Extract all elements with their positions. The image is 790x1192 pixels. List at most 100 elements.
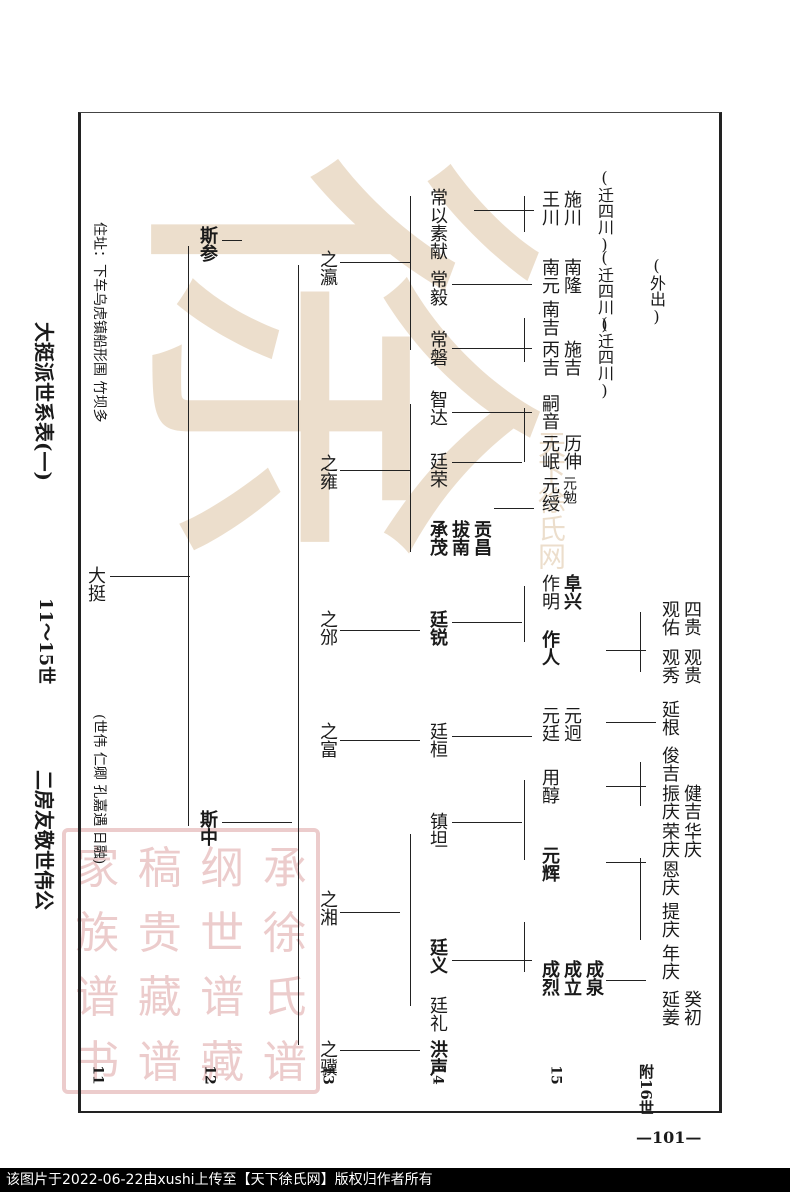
seal-char: 家 [75,843,120,895]
gen15-name-6: 元廷 [539,706,560,742]
gen16-name-5: 恩庆 [659,860,680,896]
connector [222,240,242,241]
page-number: —101— [636,1128,702,1147]
gen15-name-22: 施川 [561,190,582,226]
left-title: 二房友敬世伟公 [32,770,56,910]
middle-title: 11～15世 [35,598,56,685]
gen15-bracket [524,318,525,362]
footer-bar: 该图片于2022-06-22由xushi上传至【天下徐氏网】版权归作者所有 [0,1168,790,1192]
gen16-name-10: 俊吉 [659,746,680,782]
gen14-bracket [410,834,411,1006]
gen13-name-5: 之雍 [317,454,338,490]
gen14-name-1: 洪声 [427,1040,448,1076]
gen15-name-3: 成泉 [583,960,604,996]
gen15-name-1: 成烈 [539,960,560,996]
gen12-name-2: 斯参 [197,226,218,262]
gen15-name-7: 元迥 [561,706,582,742]
gen15-bracket [524,408,525,462]
gen16-name-13: 观贵 [681,648,702,684]
gen13-name-6: 之瀛 [317,250,338,286]
seal-char: 书 [75,1036,120,1088]
gen16-name-7: 华庆 [681,822,702,858]
seal-char: 谱 [200,972,245,1024]
gen16-name-4: 提庆 [659,902,680,938]
gen14-name-8: 拔南 [449,520,470,556]
connector [222,822,292,823]
gen15-name-18: 南吉 [539,300,560,336]
gen14-bracket [410,196,411,350]
gen16-name-9: 健吉 [681,784,702,820]
gen-label-12: 12 [201,1065,218,1085]
connector [452,348,532,349]
gen13-name-1: 之骥 [317,1040,338,1076]
gen14-name-12: 常磐 [427,330,448,366]
gen13-name-2: 之湘 [317,890,338,926]
gen13-name-4: 之邠 [317,610,338,646]
gen13-bracket [298,265,299,1045]
connector [474,210,534,211]
seal-char: 徐 [262,907,307,959]
connector [452,622,522,623]
gen15-bracket [524,780,525,860]
gen15-name-10: 阜兴 [561,574,582,610]
gen14-name-2: 廷礼 [427,996,448,1032]
gen15-bracket [524,922,525,972]
gen15-name-21: 王川 [539,190,560,226]
gen15-name-8: 作人 [539,630,560,666]
gen14-name-11: 智达 [427,390,448,426]
gen15-name-2: 成立 [561,960,582,996]
gen14-name-7: 承茂 [427,520,448,556]
seal-char: 藏 [200,1036,245,1088]
gen16-bracket [640,762,641,806]
gen15-name-15: 嗣音 [539,394,560,430]
gen16-bracket [640,858,641,940]
gen14-name-9: 贡昌 [471,520,492,556]
connector [340,630,420,631]
connector [606,722,656,723]
gen16-bracket [640,612,641,672]
gen16-name-14: 观佑 [659,600,680,636]
seal-char: 藏 [137,972,182,1024]
seal-char: 氏 [262,972,307,1024]
gen16-name-11: 延根 [659,700,680,736]
connector [606,786,646,787]
connector [340,1050,420,1051]
gen12-bracket [188,246,189,826]
gen14-name-5: 廷桓 [427,722,448,758]
gen16-name-15: 四贵 [681,600,702,636]
gen14-bracket [410,404,411,552]
connector [340,470,410,471]
gen15-name-13: 元岷 [539,434,560,470]
gen11-name: 大挺 [85,566,106,602]
table-frame [78,112,722,1113]
gen15-name-19: 南元 [539,258,560,294]
connector [606,650,646,651]
gen15-name-5: 用醇 [539,768,560,804]
gen15-bracket [524,586,525,642]
seal-char: 纲 [200,843,245,895]
out-note: (外出) [647,256,666,326]
name-note: (世伟 仁卿 孔嘉遇 日融) [91,714,107,865]
gen15-name-14: 历伸 [561,434,582,470]
gen15-bracket [524,196,525,232]
gen16-name-3: 年庆 [659,944,680,980]
connector [340,740,420,741]
seal-char: 谱 [75,972,120,1024]
gen15-name-9: 作明 [539,574,560,610]
seal-char: 谱 [262,1036,307,1088]
seal-char: 稿 [137,843,182,895]
gen-label-16: 附16世 [637,1064,655,1115]
connector [494,508,534,509]
connector [452,284,532,285]
seal-char: 世 [200,907,245,959]
connector [452,960,532,961]
seal-char: 承 [262,843,307,895]
gen15-name-12: 元勉 [561,476,577,504]
migrated-note-1: (迁四川) [595,314,614,400]
gen15-name-20: 南隆 [561,258,582,294]
connector [452,412,532,413]
gen15-name-17: 施吉 [561,340,582,376]
connector [340,912,400,913]
gen-label-15: 15 [547,1065,564,1085]
gen16-name-1: 延姜 [659,990,680,1026]
